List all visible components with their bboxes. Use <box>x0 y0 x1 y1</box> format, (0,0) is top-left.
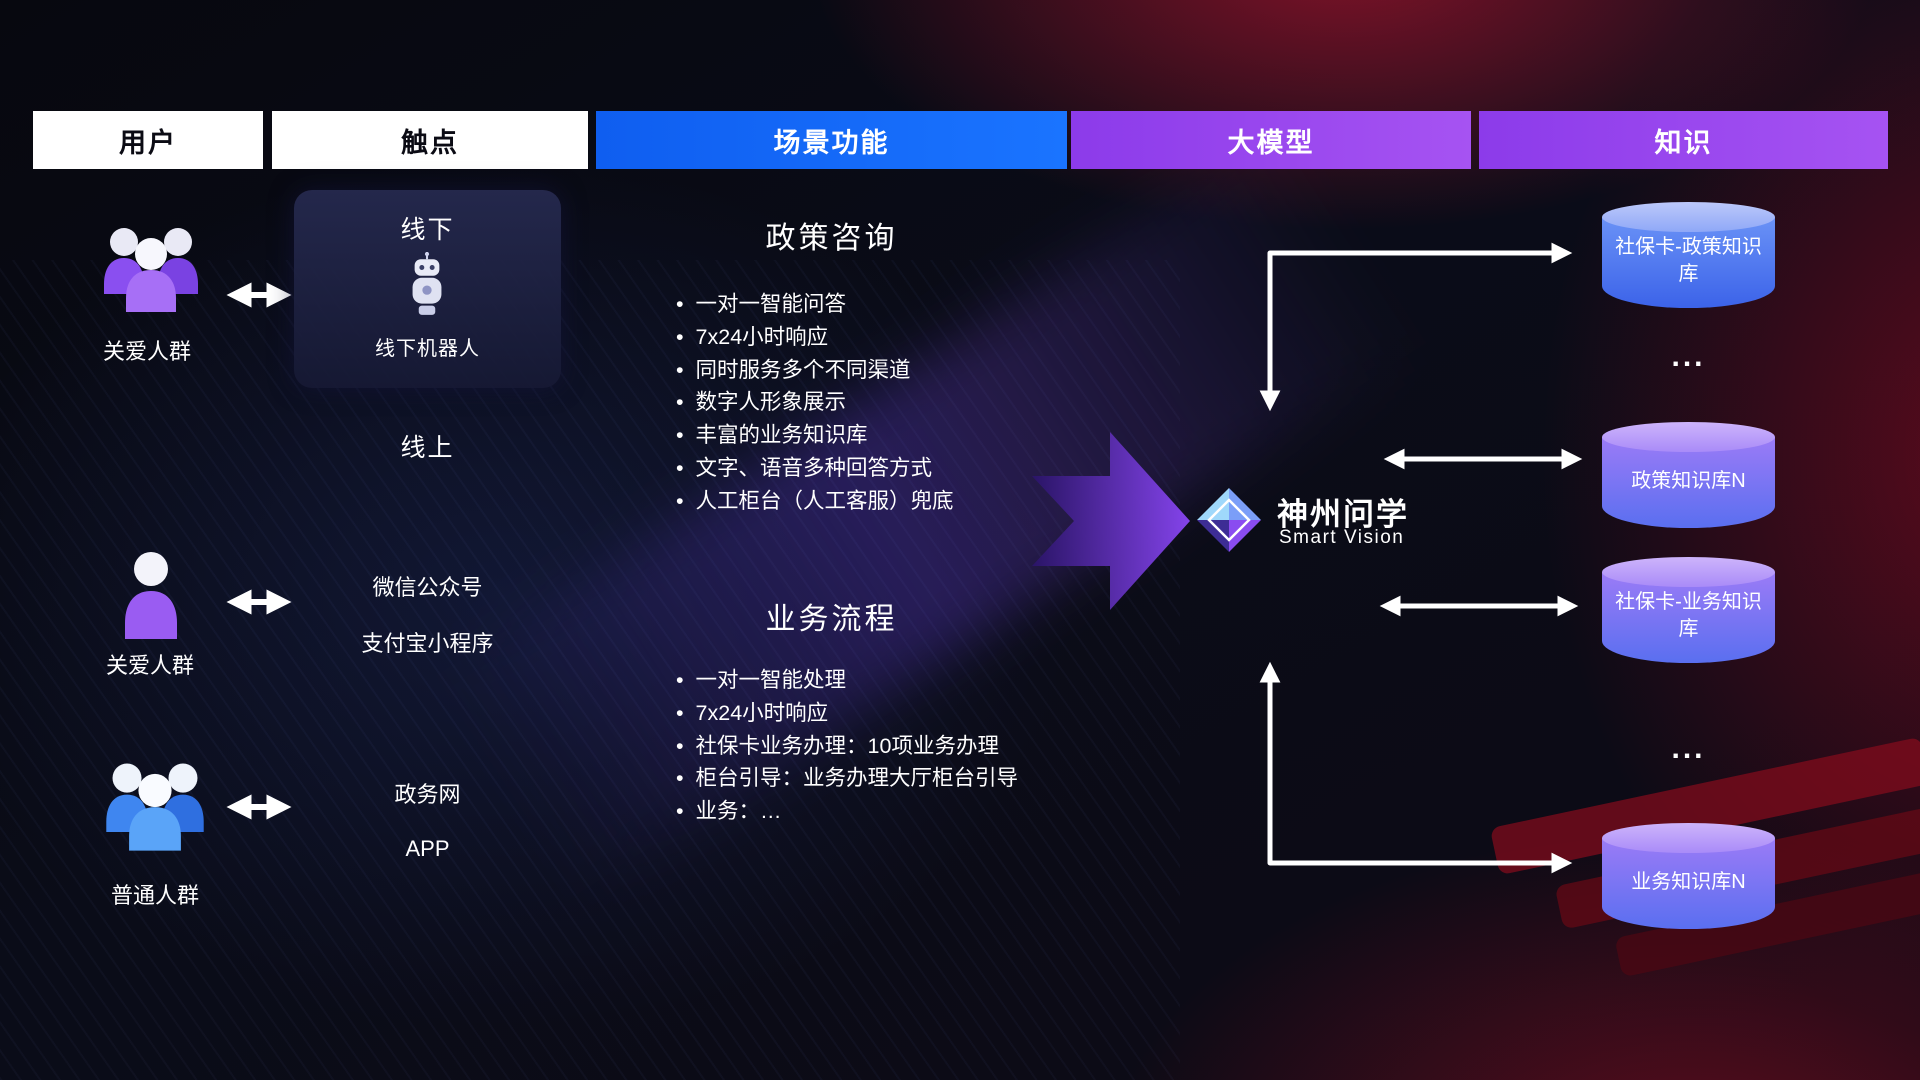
model-subtitle: Smart Vision <box>1279 527 1405 548</box>
header-label: 大模型 <box>1227 127 1315 158</box>
flow-arrow-icon <box>1032 432 1190 610</box>
header-label: 场景功能 <box>773 127 890 158</box>
business-section-title: 业务流程 <box>765 603 898 636</box>
ellipsis-bottom: ... <box>1671 732 1706 765</box>
cylinder-body <box>1602 217 1775 308</box>
header-tab-users: 用户 <box>33 111 263 169</box>
policy-section-title: 政策咨询 <box>765 222 898 255</box>
header-label: 知识 <box>1654 127 1713 158</box>
channel-app: APP <box>405 836 450 861</box>
header-tab-llm: 大模型 <box>1071 111 1471 169</box>
kb-policy-n: 政策知识库N <box>1602 422 1775 528</box>
kb-label: 社保卡-政策知识库 <box>1615 236 1762 285</box>
cylinder-top <box>1602 557 1775 587</box>
channel-gov-web: 政务网 <box>394 782 461 807</box>
header-tab-touchpoints: 触点 <box>272 111 588 169</box>
ellipsis-top: ... <box>1671 340 1706 373</box>
bullet-item: 业务：… <box>676 795 1196 828</box>
user-group-1-label: 关爱人群 <box>102 339 191 364</box>
bullet-item: 7x24小时响应 <box>676 697 1196 730</box>
kb-business-social-card: 社保卡-业务知识库 <box>1602 557 1775 663</box>
bullet-item: 文字、语音多种回答方式 <box>676 452 1196 485</box>
user-group-purple-icon <box>104 228 198 312</box>
smart-vision-logo-icon <box>1197 488 1261 552</box>
user-group-2-label: 关爱人群 <box>105 653 194 678</box>
bullet-item: 一对一智能问答 <box>676 288 1196 321</box>
cylinder-top <box>1602 823 1775 853</box>
robot-icon <box>412 252 442 315</box>
bullet-item: 柜台引导：业务办理大厅柜台引导 <box>676 762 1196 795</box>
header-tab-scene-functions: 场景功能 <box>596 111 1067 169</box>
offline-touchpoint-card: 线下 线下机器人 <box>294 190 561 388</box>
cylinder-top <box>1602 422 1775 452</box>
header-label: 触点 <box>401 127 459 158</box>
kb-label: 政策知识库N <box>1631 470 1746 492</box>
bullet-item: 一对一智能处理 <box>676 664 1196 697</box>
kb-label: 社保卡-业务知识库 <box>1615 591 1762 640</box>
kb-business-n: 业务知识库N <box>1602 823 1775 929</box>
header-tab-knowledge: 知识 <box>1479 111 1888 169</box>
business-bullet-list: 一对一智能处理 7x24小时响应 社保卡业务办理：10项业务办理 柜台引导：业务… <box>676 664 1196 828</box>
user-single-purple-icon <box>125 552 177 639</box>
bullet-item: 7x24小时响应 <box>676 321 1196 354</box>
user-group-3-label: 普通人群 <box>110 883 199 908</box>
kb-policy-social-card: 社保卡-政策知识库 <box>1602 202 1775 308</box>
user-group-blue-icon <box>106 763 204 851</box>
header-label: 用户 <box>119 127 177 158</box>
channel-wechat: 微信公众号 <box>372 575 483 600</box>
bullet-item: 丰富的业务知识库 <box>676 419 1196 452</box>
cylinder-body <box>1602 437 1775 528</box>
offline-title: 线下 <box>400 216 455 244</box>
offline-robot-label: 线下机器人 <box>375 338 480 360</box>
cylinder-top <box>1602 202 1775 232</box>
bullet-item: 同时服务多个不同渠道 <box>676 354 1196 387</box>
bullet-item: 人工柜台（人工客服）兜底 <box>676 485 1196 518</box>
bullet-item: 数字人形象展示 <box>676 386 1196 419</box>
bullet-item: 社保卡业务办理：10项业务办理 <box>676 730 1196 763</box>
kb-label: 业务知识库N <box>1631 871 1746 893</box>
online-title: 线上 <box>400 434 455 462</box>
channel-alipay: 支付宝小程序 <box>361 631 494 656</box>
cylinder-body <box>1602 572 1775 663</box>
cylinder-body <box>1602 838 1775 929</box>
model-name: 神州问学 <box>1277 497 1409 532</box>
policy-bullet-list: 一对一智能问答 7x24小时响应 同时服务多个不同渠道 数字人形象展示 丰富的业… <box>676 288 1196 518</box>
